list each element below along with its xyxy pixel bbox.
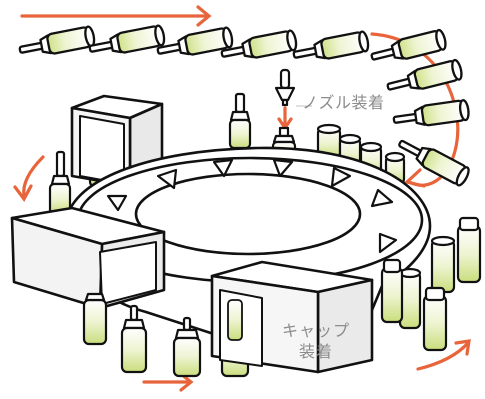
tube-horizontal [386, 58, 463, 91]
right-tubes [380, 216, 482, 352]
standing-tube [172, 316, 202, 378]
nozzle-part [274, 68, 296, 107]
standing-tube [228, 92, 252, 150]
tube-horizontal [292, 30, 370, 60]
turn-arrow-head [403, 168, 426, 188]
tube-horizontal [370, 28, 447, 61]
incoming-tubes [18, 24, 470, 187]
right-flow-arrow [416, 341, 470, 371]
tube-horizontal [220, 29, 298, 59]
top-flow-arrow-head [196, 5, 212, 27]
nozzle-station-label: ノズル装着 [302, 93, 385, 112]
standing-tube [422, 286, 448, 352]
station-box-front [210, 260, 374, 374]
standing-tube [380, 258, 404, 324]
tube-tilted [398, 139, 470, 187]
station-box-back [70, 94, 164, 188]
tube-horizontal [88, 24, 166, 54]
right-flow-arrow-head [454, 339, 471, 356]
ring-center-hole [134, 172, 362, 256]
tube-horizontal [156, 26, 234, 56]
cap-station-label: キャップ 装着 [276, 320, 356, 362]
cap-station-label-line1: キャップ [281, 321, 350, 340]
tube-horizontal [18, 25, 96, 55]
station-box-left [10, 206, 166, 310]
left-flow-arrow [22, 155, 45, 198]
tube-horizontal [392, 99, 470, 127]
left-flow-arrow-head [13, 184, 33, 202]
cap-station-label-line2: 装着 [298, 342, 333, 361]
standing-tube [48, 150, 72, 216]
standing-tube [430, 235, 456, 294]
standing-tube [82, 292, 108, 346]
standing-tube [120, 304, 148, 374]
standing-tube [456, 216, 482, 284]
ring-notches [94, 158, 398, 274]
